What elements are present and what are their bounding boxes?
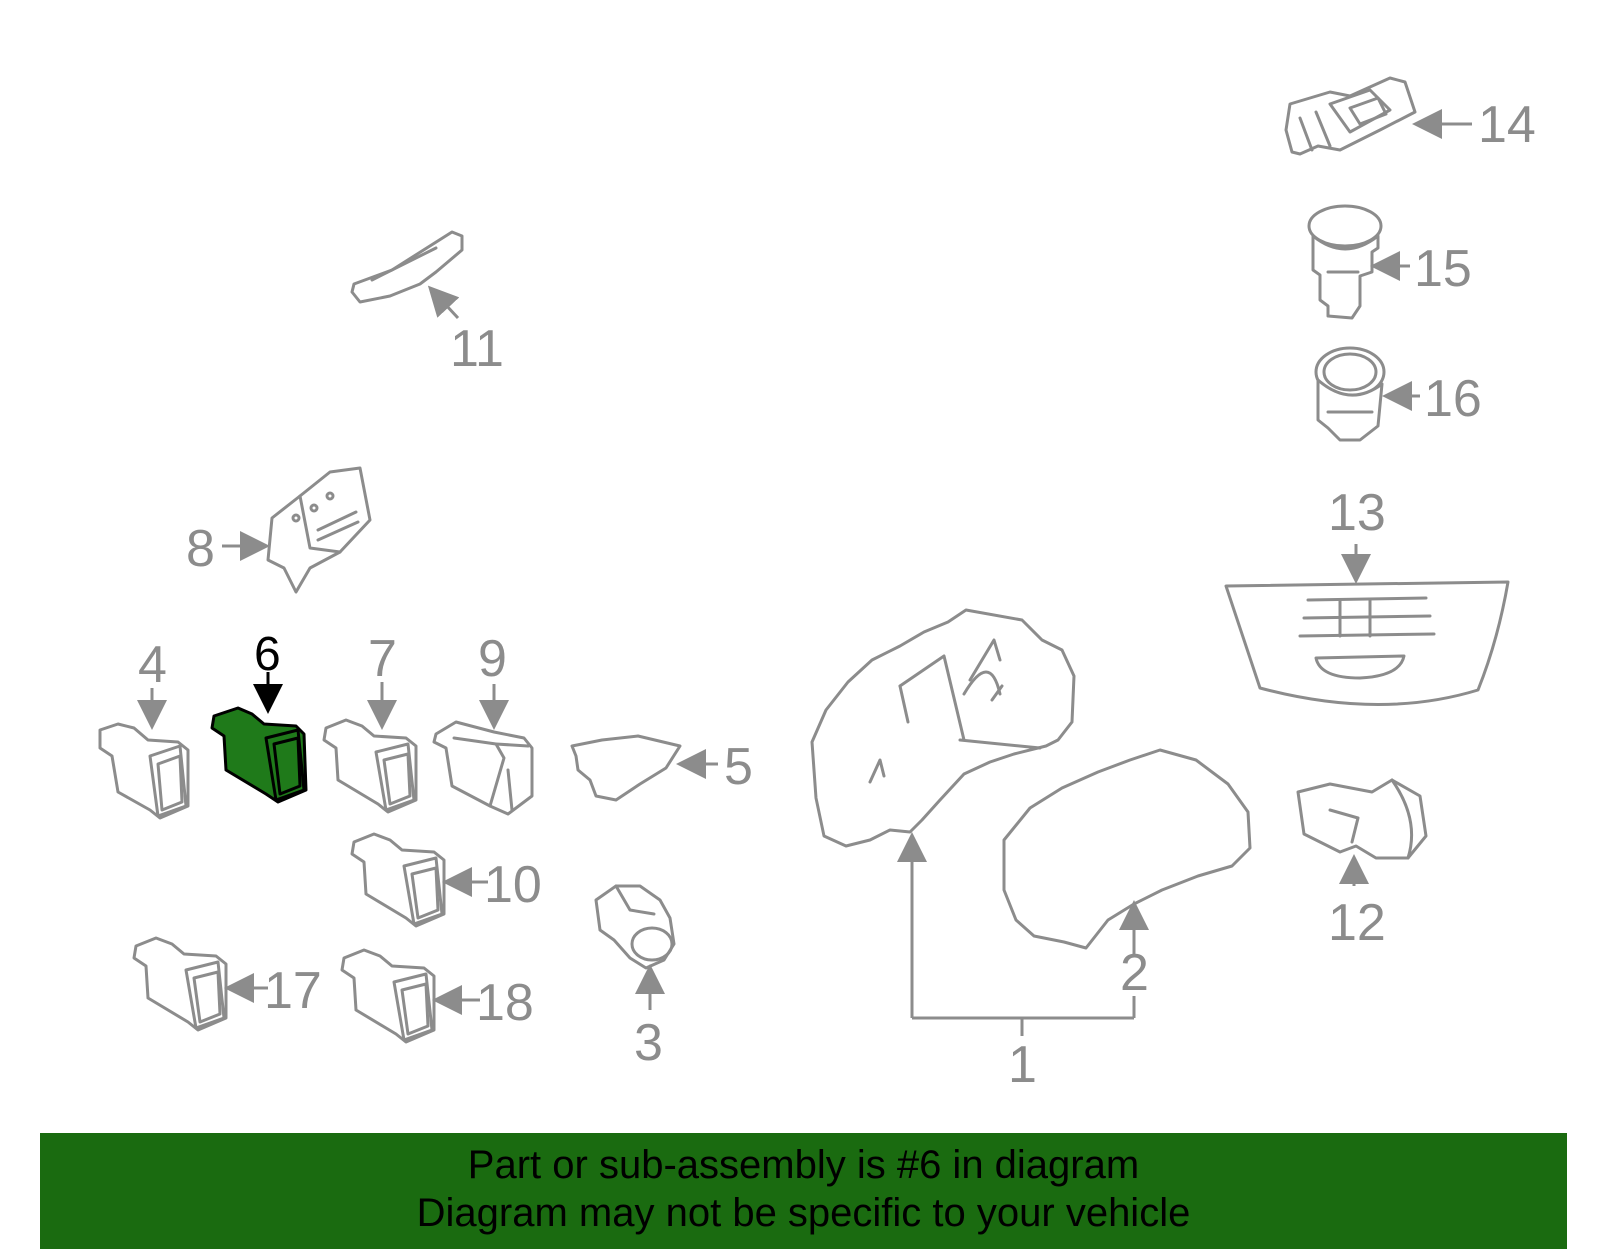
- part-11[interactable]: 11: [350, 230, 504, 378]
- part-4[interactable]: 4: [98, 636, 190, 820]
- callout-11: 11: [450, 320, 504, 378]
- callout-10: 10: [484, 856, 542, 914]
- part-7[interactable]: 7: [322, 630, 418, 814]
- part-5[interactable]: 5: [570, 734, 753, 802]
- part-10[interactable]: 10: [350, 832, 542, 928]
- callout-9: 9: [478, 630, 507, 688]
- callout-6: 6: [254, 628, 281, 681]
- banner-line-2: Diagram may not be specific to your vehi…: [416, 1191, 1191, 1235]
- part-14[interactable]: 14: [1284, 76, 1536, 156]
- part-12[interactable]: 12: [1296, 778, 1428, 952]
- callout-7: 7: [368, 630, 397, 688]
- callout-13: 13: [1328, 484, 1386, 542]
- callout-8: 8: [186, 520, 215, 578]
- part-8[interactable]: 8: [186, 466, 372, 594]
- part-15[interactable]: 15: [1307, 204, 1472, 320]
- bracket-1: [897, 832, 1136, 1036]
- callout-4: 4: [138, 636, 167, 694]
- info-banner: Part or sub-assembly is #6 in diagram Di…: [40, 1133, 1567, 1249]
- part-18[interactable]: 18: [340, 948, 534, 1044]
- callout-18: 18: [476, 974, 534, 1032]
- callout-3: 3: [634, 1014, 663, 1072]
- banner-line-1: Part or sub-assembly is #6 in diagram: [467, 1143, 1140, 1187]
- part-16[interactable]: 16: [1314, 346, 1482, 442]
- callout-1: 1: [1008, 1036, 1037, 1094]
- part-2[interactable]: [1002, 748, 1252, 950]
- callout-14: 14: [1478, 96, 1536, 154]
- callout-5: 5: [724, 738, 753, 796]
- part-9[interactable]: 9: [432, 630, 534, 816]
- part-1[interactable]: [810, 608, 1076, 848]
- part-6-highlighted[interactable]: 6: [210, 628, 308, 804]
- callout-2: 2: [1120, 944, 1149, 1002]
- part-13[interactable]: 13: [1224, 484, 1510, 706]
- callout-16: 16: [1424, 370, 1482, 428]
- callout-15: 15: [1414, 240, 1472, 298]
- callout-17: 17: [264, 962, 322, 1020]
- callout-12: 12: [1328, 894, 1386, 952]
- part-3[interactable]: 3: [594, 884, 676, 1072]
- part-17[interactable]: 17: [132, 936, 322, 1032]
